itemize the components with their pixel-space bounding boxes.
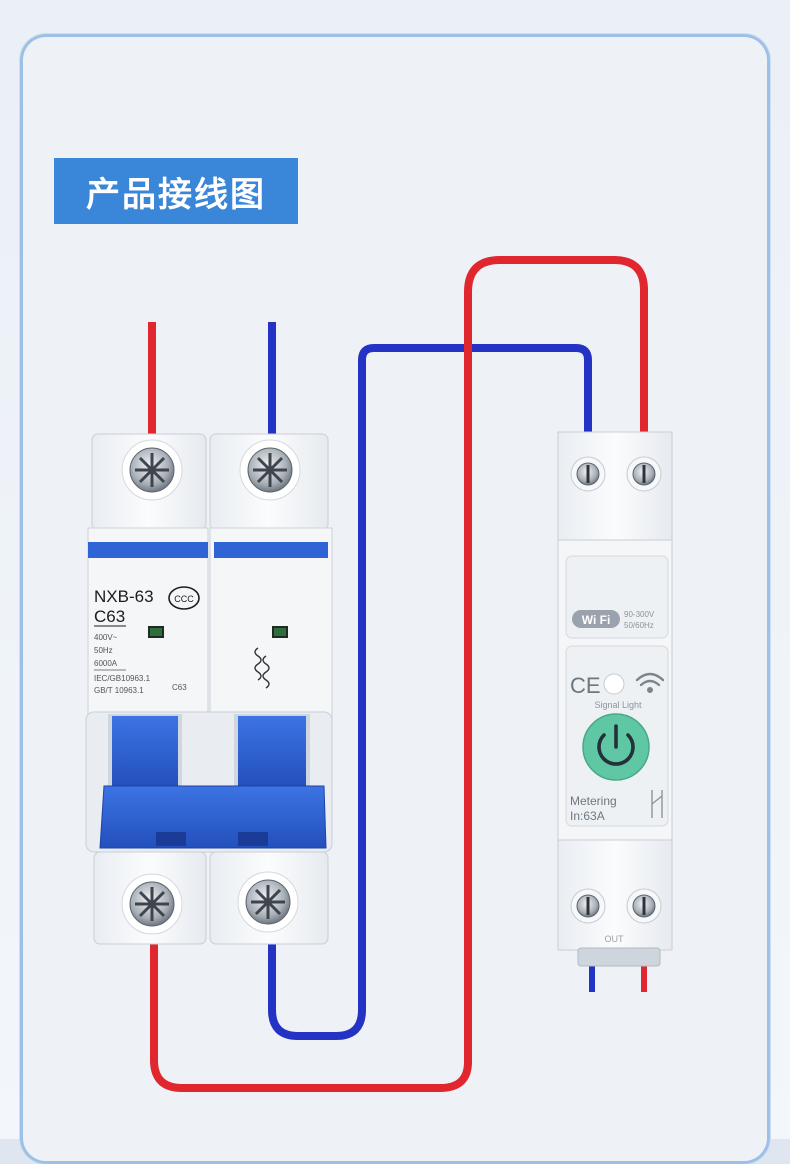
circuit-breaker: NXB-63 CCC C63 400V~ 50Hz 6000A IEC/GB10…: [85, 433, 333, 945]
breaker-spec-1: 400V~: [94, 633, 118, 642]
neutral-wire-loop: [268, 344, 592, 1040]
meter-current: In:63A: [570, 809, 605, 823]
screw-icon: [121, 873, 183, 935]
screw-icon: [570, 888, 606, 924]
screw-icon: [626, 888, 662, 924]
svg-text:CCC: CCC: [174, 594, 194, 604]
smart-meter: Wi Fi 90-300V 50/60Hz CE Signal Light: [557, 431, 673, 967]
signal-light-label: Signal Light: [594, 700, 642, 710]
breaker-side-mark: C63: [172, 683, 187, 692]
live-wire-loop: [150, 256, 648, 1092]
signal-light-led: [603, 673, 625, 695]
wiring-diagram: NXB-63 CCC C63 400V~ 50Hz 6000A IEC/GB10…: [85, 256, 673, 1092]
meter-frequency: 50/60Hz: [624, 621, 654, 630]
wifi-signal-icon: [635, 672, 665, 694]
screw-icon: [570, 456, 606, 492]
screw-icon: [239, 439, 301, 501]
ce-icon: CE: [570, 673, 601, 698]
wifi-badge: Wi Fi: [572, 610, 620, 628]
page-title: 产品接线图: [54, 158, 298, 224]
out-label: OUT: [605, 934, 625, 944]
metering-label: Metering: [570, 794, 617, 808]
screw-icon: [626, 456, 662, 492]
ccc-icon: CCC: [168, 586, 200, 610]
power-icon: [597, 724, 635, 766]
breaker-rating: C63: [94, 607, 125, 626]
meter-voltage: 90-300V: [624, 610, 655, 619]
breaker-spec-2: 50Hz: [94, 646, 113, 655]
screw-icon: [121, 439, 183, 501]
breaker-spec-3: 6000A: [94, 659, 118, 668]
breaker-spec-4: IEC/GB10963.1: [94, 674, 151, 683]
screw-icon: [237, 871, 299, 933]
breaker-model: NXB-63: [94, 587, 154, 606]
svg-text:Wi Fi: Wi Fi: [582, 613, 611, 627]
breaker-spec-5: GB/T 10963.1: [94, 686, 144, 695]
power-button[interactable]: [582, 713, 650, 781]
